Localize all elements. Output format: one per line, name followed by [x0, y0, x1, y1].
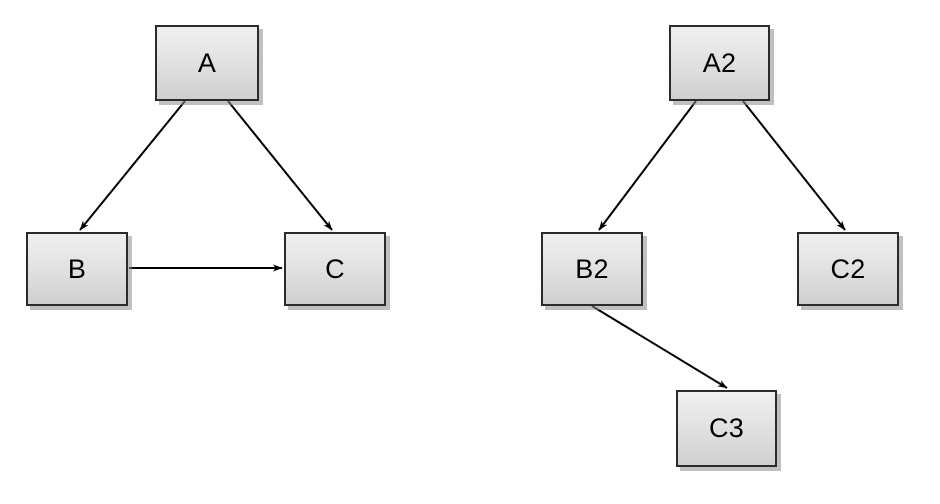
node-a[interactable]: A: [155, 25, 259, 101]
node-a2[interactable]: A2: [669, 25, 770, 101]
edge-a2-b2: [598, 100, 697, 231]
node-c3-label: C3: [709, 413, 744, 443]
node-c-label: C: [325, 253, 345, 284]
edge-a-b: [79, 100, 186, 231]
node-c2-label: C2: [830, 253, 866, 284]
node-b2-label: B2: [575, 253, 609, 284]
node-a-label: A: [197, 47, 217, 78]
edge-a2-c2: [742, 100, 846, 231]
edge-a-c: [227, 100, 333, 231]
node-c[interactable]: C: [284, 232, 386, 306]
node-a2-label: A2: [702, 47, 737, 78]
node-b2[interactable]: B2: [541, 232, 643, 306]
edge-b2-c3: [591, 305, 728, 389]
node-c2[interactable]: C2: [797, 232, 899, 306]
node-b-label: B: [67, 253, 87, 284]
node-b[interactable]: B: [26, 232, 128, 306]
node-c3[interactable]: C3: [676, 390, 777, 467]
